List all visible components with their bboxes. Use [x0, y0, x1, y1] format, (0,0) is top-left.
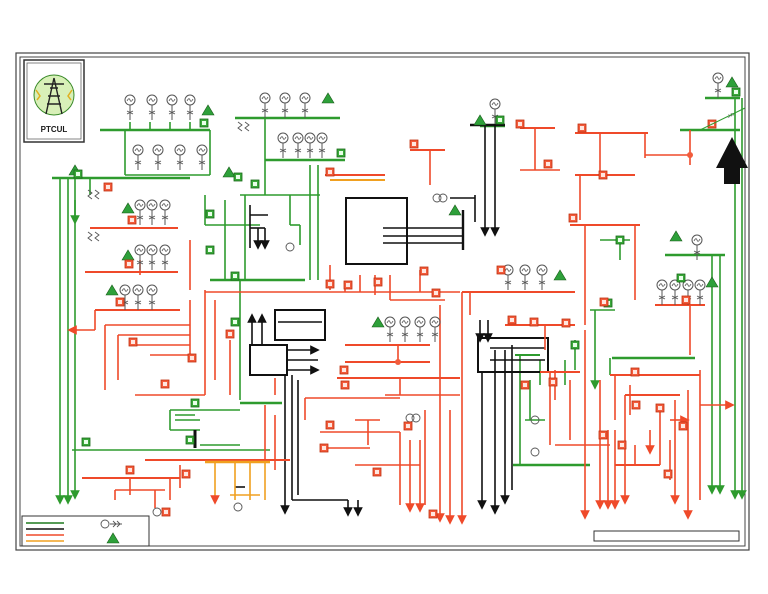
station-tag: ሐኩ [726, 111, 736, 120]
transformer-glyphs [87, 121, 540, 517]
green-station-boxes [73, 87, 741, 447]
inner-frame [19, 56, 746, 547]
transformer-icon [100, 519, 122, 529]
orange-network [205, 460, 270, 505]
legend [21, 515, 150, 547]
ptcul-logo: PTCUL [23, 59, 85, 143]
outer-frame [15, 52, 750, 551]
red-network [67, 127, 735, 525]
tag-leader [699, 107, 746, 131]
node-dot [687, 152, 693, 158]
logo-text: PTCUL [41, 125, 68, 134]
title-block [593, 530, 740, 542]
green-network [52, 96, 747, 505]
north-arrow-icon [716, 137, 748, 184]
node-dot [395, 359, 401, 365]
black-network [193, 123, 549, 517]
